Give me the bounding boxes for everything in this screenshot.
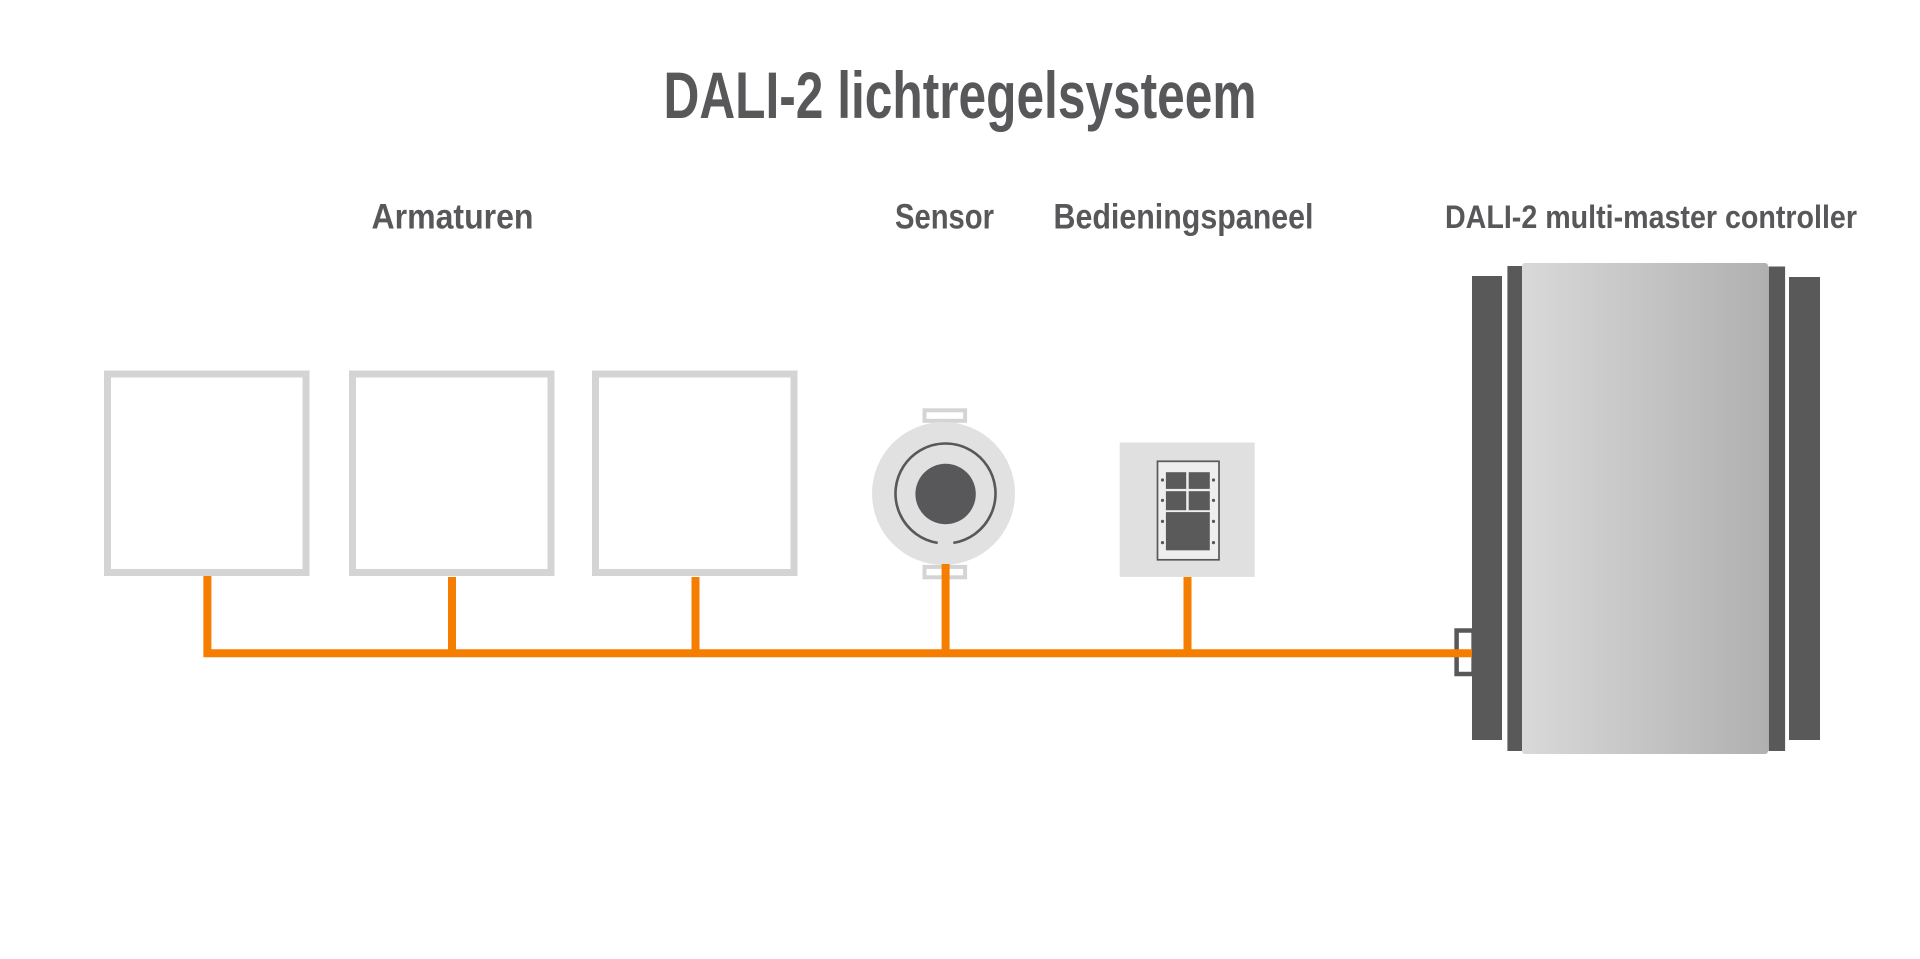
svg-text:Armaturen: Armaturen bbox=[372, 198, 534, 237]
svg-text:DALI-2 multi-master controller: DALI-2 multi-master controller bbox=[1445, 199, 1857, 235]
svg-text:Sensor: Sensor bbox=[895, 198, 994, 237]
svg-text:Bedieningspaneel: Bedieningspaneel bbox=[1054, 198, 1314, 237]
svg-text:DALI-2 lichtregelsysteem: DALI-2 lichtregelsysteem bbox=[664, 59, 1257, 132]
